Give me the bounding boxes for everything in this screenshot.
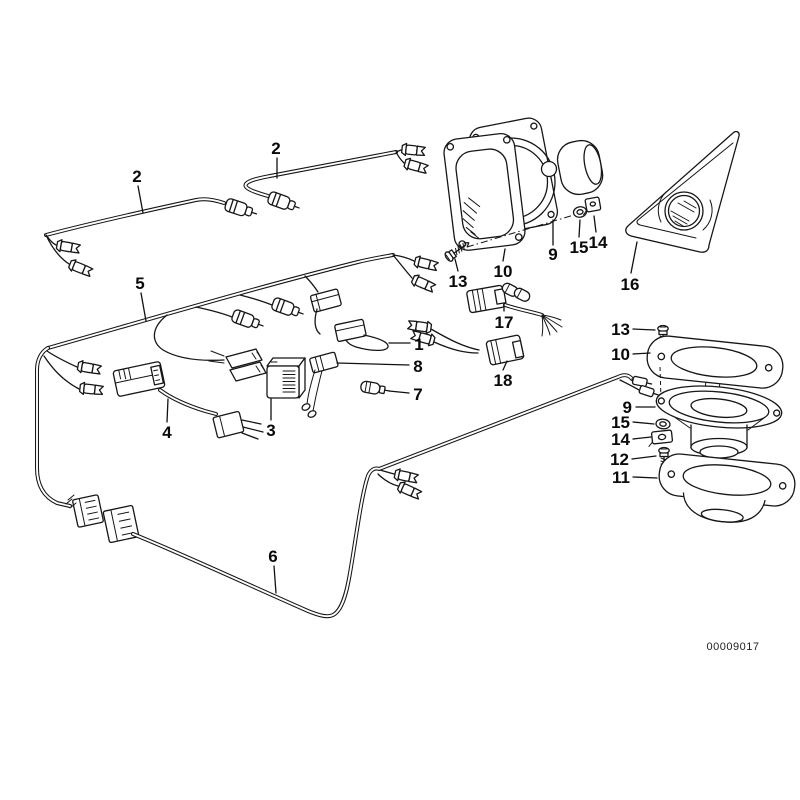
speaker-housing-11	[658, 453, 796, 523]
main-wiring-harness-5	[35, 253, 440, 528]
speaker-cable-2-left	[44, 197, 260, 279]
callout-9-door: 9	[548, 245, 557, 264]
callout-17: 17	[495, 313, 514, 332]
callout-10-rear: 10	[611, 345, 630, 364]
bullet-connector	[270, 296, 306, 321]
speaker-frame-10	[443, 132, 526, 251]
callout-labels: 2 2 5 1 8 7 4 3 17 18 13 10 9 15 14 16 1…	[132, 139, 639, 566]
spade-terminal	[67, 257, 95, 279]
bullet-connector	[223, 197, 260, 221]
cable-connector	[102, 504, 140, 544]
callout-15-rear: 15	[611, 413, 630, 432]
three-prong-plug	[212, 410, 245, 439]
mirror-triangle-16	[625, 130, 740, 253]
callout-14-door: 14	[589, 233, 608, 252]
spade-terminal	[400, 142, 427, 159]
callout-13-rear: 13	[611, 320, 630, 339]
callout-15-door: 15	[570, 238, 589, 257]
bullet-connector	[230, 308, 266, 333]
speaker-terminal	[638, 385, 659, 398]
harness-end-connector	[72, 494, 104, 528]
washer-15	[655, 418, 671, 430]
rear-speaker-9	[655, 385, 783, 459]
callout-10-door: 10	[494, 262, 513, 281]
callout-1: 1	[414, 335, 423, 354]
extension-cable-6	[102, 373, 659, 619]
clip-nut-14	[583, 196, 602, 216]
relay-3	[266, 357, 306, 399]
callout-16: 16	[621, 275, 640, 294]
spade-terminal	[76, 359, 103, 377]
callout-11-rear: 11	[612, 468, 630, 487]
drawing-number: 00009017	[707, 641, 760, 653]
adapter-lead-18	[406, 318, 525, 366]
bullet-connector	[266, 190, 302, 215]
rear-speaker-assembly	[646, 324, 796, 523]
spade-terminal	[412, 254, 440, 274]
adapter-lead-17	[466, 282, 563, 337]
speaker-cable-2-right	[243, 142, 430, 215]
callout-7: 7	[413, 385, 422, 404]
spade-terminal	[395, 479, 424, 502]
multipin-connector-stack	[225, 348, 267, 382]
spade-terminal	[393, 467, 420, 486]
callout-9-rear: 9	[623, 398, 632, 417]
callout-8: 8	[413, 357, 422, 376]
callout-13-door: 13	[449, 272, 468, 291]
spade-terminal	[55, 238, 82, 256]
callout-5: 5	[135, 274, 144, 293]
callout-2-left: 2	[132, 167, 141, 186]
clip-nut-14	[648, 429, 674, 447]
speaker-terminal	[631, 375, 653, 388]
callout-6: 6	[268, 547, 277, 566]
adapter-cable-4	[112, 361, 264, 440]
connector-assembly-1	[309, 288, 389, 352]
callout-leaders	[137, 157, 658, 594]
rear-trim-plate-10	[646, 335, 784, 389]
spade-terminal	[78, 381, 105, 398]
door-speaker-assembly	[442, 117, 604, 264]
spade-terminal	[409, 272, 438, 295]
callout-14-rear: 14	[611, 430, 630, 449]
callout-4: 4	[162, 423, 172, 442]
connector-8	[301, 351, 339, 418]
callout-12-rear: 12	[610, 450, 629, 469]
spade-terminal	[402, 156, 430, 176]
plug-7	[360, 380, 391, 395]
callout-2-right: 2	[271, 139, 280, 158]
callout-3: 3	[266, 421, 275, 440]
callout-18: 18	[494, 371, 513, 390]
